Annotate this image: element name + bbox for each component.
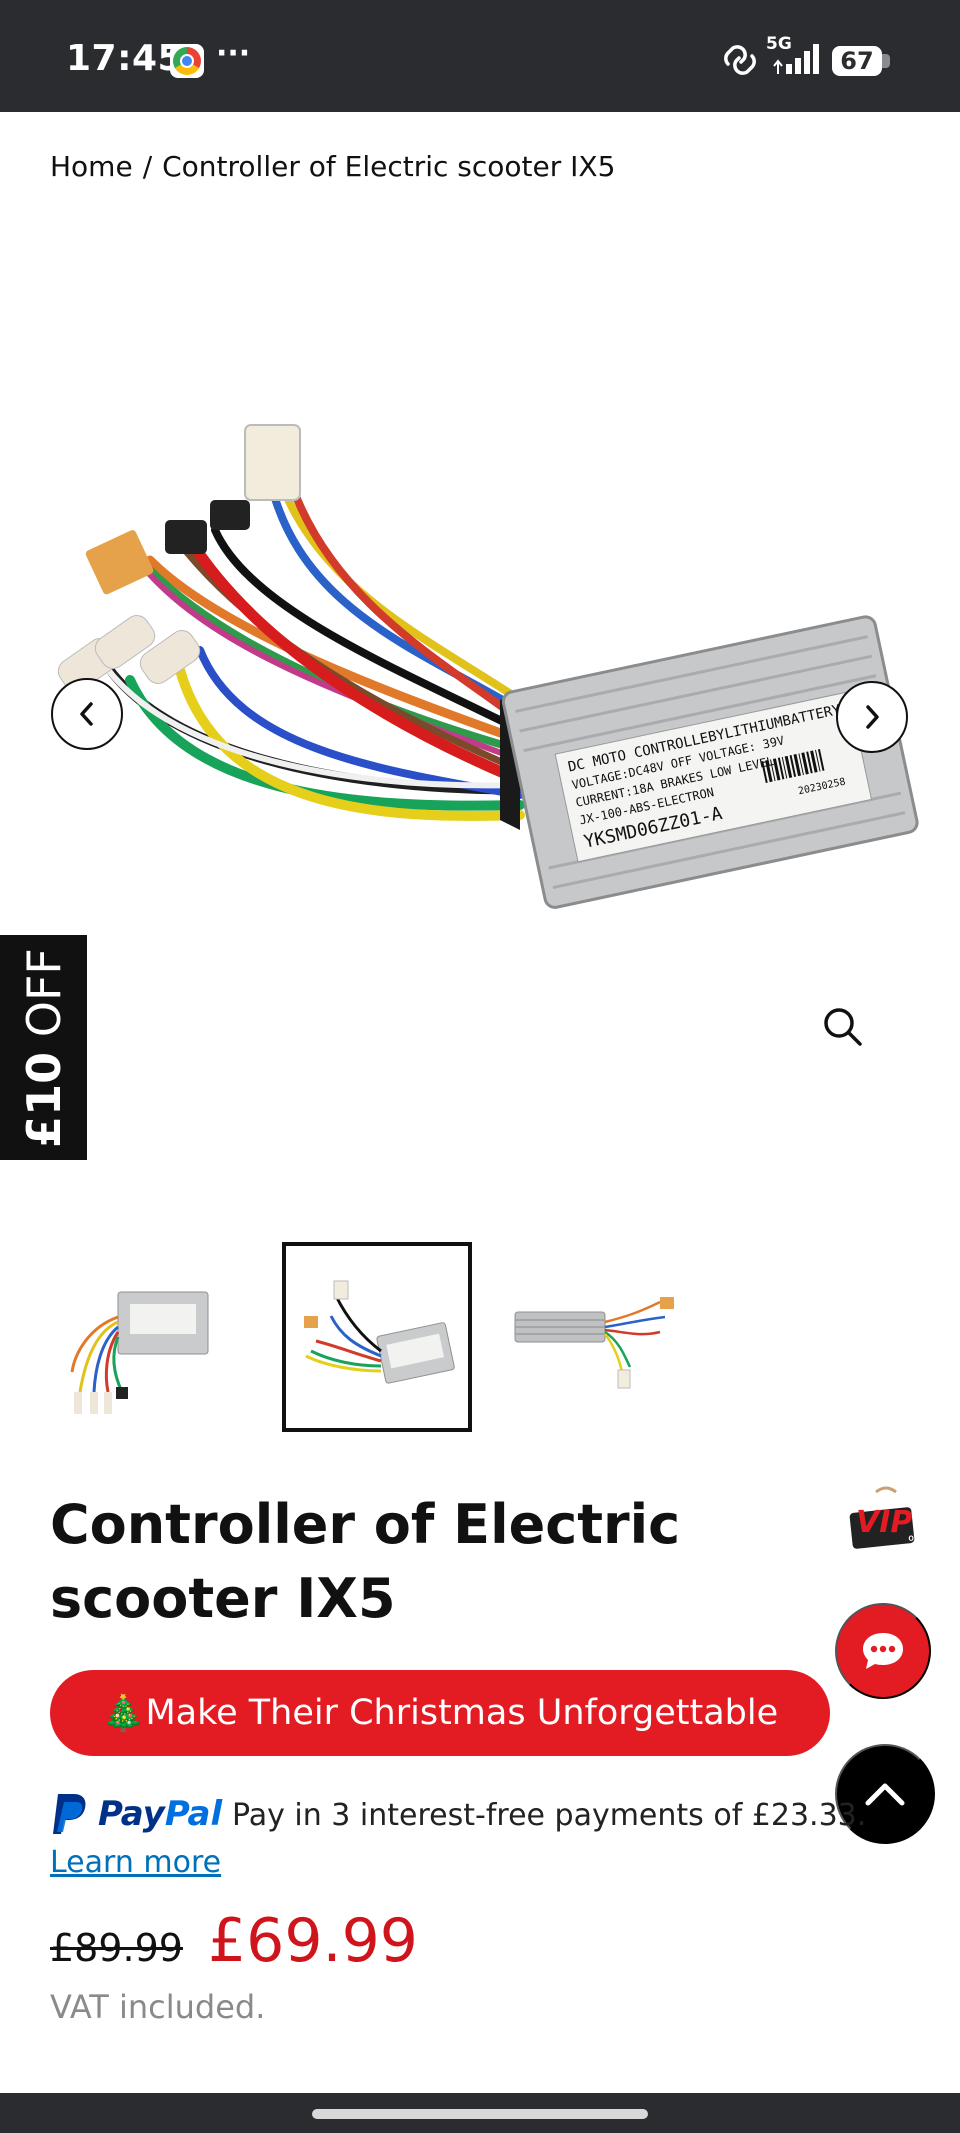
- paypal-wordmark-pal: Pal: [164, 1794, 223, 1834]
- link-icon: [724, 45, 756, 75]
- product-title: Controller of Electric scooter IX5: [50, 1493, 681, 1630]
- notification-more-icon: ···: [216, 36, 251, 71]
- vip-badge-icon: VIP %: [849, 1486, 921, 1550]
- battery-tail: [882, 54, 890, 68]
- discount-amount: £10: [16, 1051, 71, 1148]
- breadcrumb-separator: /: [142, 150, 153, 183]
- chevron-up-icon: [865, 1783, 905, 1806]
- discount-side-tab[interactable]: £10 OFF: [0, 935, 87, 1160]
- status-time: 17:45: [66, 38, 184, 79]
- product-gallery[interactable]: DC MOTO CONTROLLEBYLITHIUMBATTERY VOLTAG…: [0, 230, 960, 1190]
- vip-badge-text: VIP: [856, 1505, 912, 1540]
- gallery-next-button[interactable]: [836, 681, 908, 753]
- product-main-image: DC MOTO CONTROLLEBYLITHIUMBATTERY VOLTAG…: [57, 424, 919, 909]
- zoom-search-icon[interactable]: [822, 1006, 864, 1048]
- sale-price: £69.99: [208, 1906, 418, 1976]
- battery-indicator: 67: [832, 46, 882, 76]
- chevron-right-icon: [866, 705, 879, 729]
- gallery-prev-button[interactable]: [51, 678, 123, 750]
- christmas-promo-label: Make Their Christmas Unforgettable: [145, 1693, 779, 1733]
- status-bar: 17:45 ··· 5G 67: [0, 0, 960, 112]
- chat-button[interactable]: [835, 1603, 931, 1699]
- thumbnail-2[interactable]: [282, 1242, 472, 1432]
- paypal-icon: [53, 1794, 86, 1834]
- signal-icon: [773, 44, 819, 74]
- chrome-icon: [170, 44, 204, 78]
- discount-suffix: OFF: [16, 947, 71, 1052]
- christmas-promo-button[interactable]: 🎄Make Their Christmas Unforgettable: [50, 1670, 830, 1756]
- thumbnail-1[interactable]: [50, 1242, 240, 1432]
- chat-bubble-icon: [863, 1633, 903, 1669]
- original-price: £89.99: [50, 1926, 183, 1970]
- system-nav-bar: [0, 2093, 960, 2133]
- chevron-left-icon: [80, 702, 93, 726]
- breadcrumb: Home / Controller of Electric scooter IX5: [50, 150, 615, 183]
- home-indicator[interactable]: [312, 2109, 648, 2119]
- back-to-top-button[interactable]: [835, 1744, 935, 1844]
- paypal-wordmark-pay: Pay: [98, 1794, 165, 1834]
- breadcrumb-current: Controller of Electric scooter IX5: [162, 150, 616, 183]
- thumbnail-3[interactable]: [510, 1242, 700, 1432]
- christmas-tree-icon: 🎄: [101, 1693, 146, 1734]
- paypal-wordmark: PayPal: [98, 1794, 222, 1834]
- vip-badge-sub: %: [908, 1534, 921, 1550]
- vat-note: VAT included.: [50, 1988, 266, 2026]
- paypal-learn-more-link[interactable]: Learn more: [50, 1845, 222, 1880]
- network-type: 5G: [766, 34, 792, 54]
- paypal-installments-text: Pay in 3 interest-free payments of £23.3…: [232, 1798, 867, 1833]
- breadcrumb-home[interactable]: Home: [50, 150, 133, 183]
